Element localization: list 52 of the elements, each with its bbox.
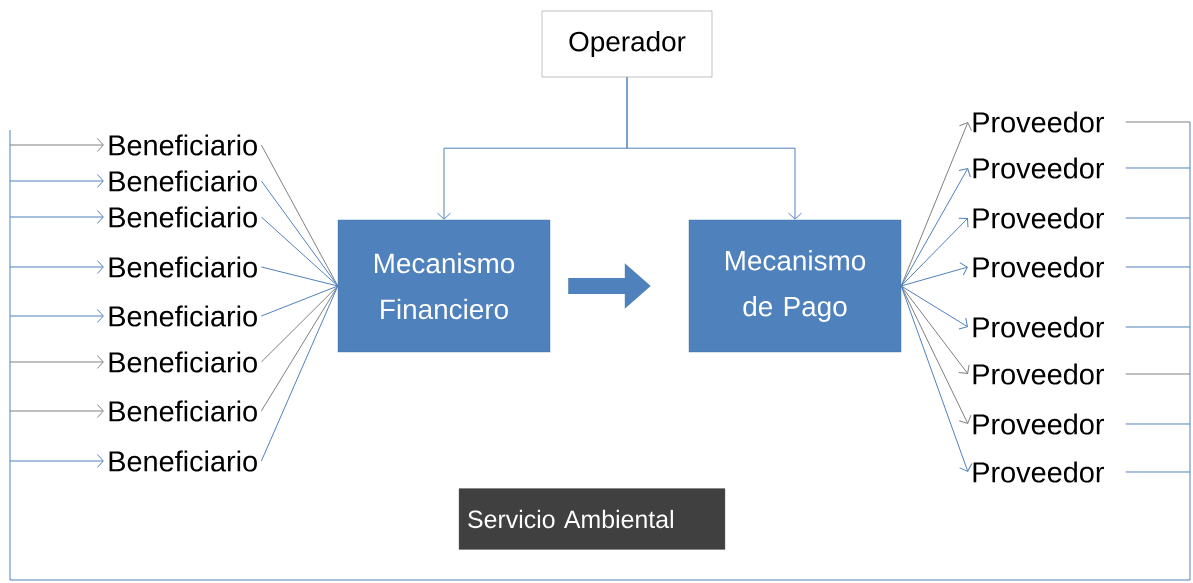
mechanism-box: Mecanismo Financiero <box>337 219 551 353</box>
beneficiary-label: Beneficiario <box>109 351 257 373</box>
arrow <box>9 138 104 152</box>
connector-line <box>1125 373 1191 375</box>
arrow <box>9 404 104 418</box>
connector-line <box>260 285 339 317</box>
connector-line <box>1125 217 1191 219</box>
provider-label: Proveedor <box>973 207 1104 229</box>
connector-line <box>1125 423 1191 425</box>
mechanism-box: Mecanismo de Pago <box>688 219 902 353</box>
arrow <box>900 285 970 374</box>
beneficiary-label: Beneficiario <box>109 450 257 472</box>
arrow <box>9 454 104 468</box>
provider-label: Proveedor <box>973 461 1104 483</box>
arrow <box>900 285 972 424</box>
beneficiary-label: Beneficiario <box>109 206 257 228</box>
connector-line <box>1125 266 1191 268</box>
connector-line <box>1125 471 1191 473</box>
arrow <box>900 285 968 330</box>
beneficiary-label: Beneficiario <box>109 305 257 327</box>
connector-line <box>260 285 339 363</box>
provider-label: Proveedor <box>973 413 1104 435</box>
connector-line <box>260 180 339 287</box>
connector-line <box>260 285 339 412</box>
arrow <box>9 260 104 274</box>
connector-line <box>260 216 339 287</box>
arrow <box>9 309 104 323</box>
connector-line <box>1125 326 1191 328</box>
arrow <box>900 217 969 287</box>
provider-label: Proveedor <box>973 157 1104 179</box>
operator-box: Operador <box>541 10 713 78</box>
arrow <box>626 76 802 220</box>
arrow <box>9 355 104 369</box>
provider-label: Proveedor <box>973 316 1104 338</box>
beneficiary-label: Beneficiario <box>109 400 257 422</box>
service-box: Servicio Ambiental <box>458 488 726 550</box>
connector-line <box>1125 167 1191 169</box>
beneficiary-label: Beneficiario <box>109 256 257 278</box>
connector-line <box>260 266 339 287</box>
arrow <box>900 168 971 287</box>
arrow <box>900 262 968 287</box>
provider-label: Proveedor <box>973 363 1104 385</box>
arrow <box>9 210 104 224</box>
connector-line <box>1125 121 1191 123</box>
arrow <box>9 174 104 188</box>
connector-line <box>260 285 339 462</box>
provider-label: Proveedor <box>973 256 1104 278</box>
beneficiary-label: Beneficiario <box>109 134 257 156</box>
arrow <box>900 285 973 472</box>
arrow <box>900 122 972 287</box>
provider-label: Proveedor <box>973 111 1104 133</box>
beneficiary-label: Beneficiario <box>109 170 257 192</box>
